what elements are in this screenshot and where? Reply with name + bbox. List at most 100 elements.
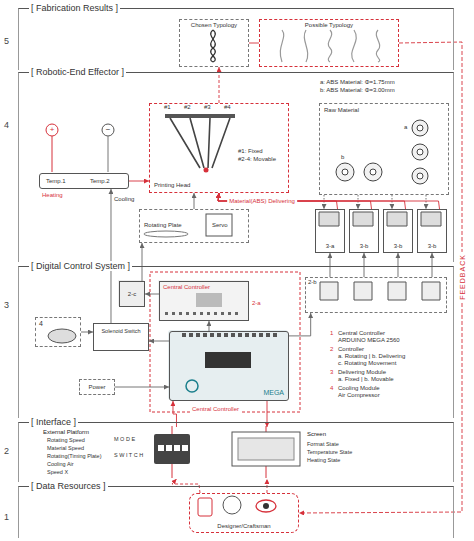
node-text: Cooling Air: [47, 461, 74, 467]
key-text: Delivering Module: [338, 369, 386, 376]
node-text: Solenoid Switch: [96, 328, 146, 334]
pin-row: [182, 333, 277, 337]
spool-hub: [342, 125, 423, 179]
key-text: c. Rotating Movement: [338, 360, 396, 367]
part-letter: a: [404, 124, 407, 131]
node-text: Rotating Speed: [47, 437, 85, 443]
delivery-module: 3-b: [349, 209, 379, 253]
mode-label: M O D E: [114, 436, 135, 442]
node-text: Rotating(Timing Plate): [47, 453, 102, 459]
controller-board: Central Controller: [159, 281, 249, 321]
node-text: Chosen Typology: [191, 22, 237, 29]
rotating-plate: Rotating Plate Servo: [139, 209, 249, 243]
connector: [289, 313, 311, 336]
solenoid-switch: Solenoid Switch: [93, 323, 149, 351]
heating-terminal: [46, 124, 58, 136]
node-text: Servo: [212, 222, 228, 229]
node-text: Screen: [307, 431, 326, 438]
connector: [358, 195, 359, 209]
servo-symbol: [206, 214, 232, 236]
section-number: 3: [4, 300, 9, 310]
printing-head: Printing Head: [149, 103, 289, 193]
designer-box: Designer/Craftsman: [189, 493, 299, 533]
node-text: Temp.1: [46, 178, 66, 185]
connector: [173, 401, 176, 427]
material-note: b: ABS Material: Φ=3.00mm: [320, 87, 395, 94]
nozzle-number: #1: [164, 104, 171, 111]
connector: [299, 42, 462, 513]
board-fill: [118, 280, 144, 306]
connector: [142, 243, 143, 281]
driver-board: 2-c: [119, 281, 145, 307]
connector: [249, 43, 259, 44]
node-text: 3-a: [326, 243, 335, 250]
typology-shape: [376, 30, 379, 62]
node-text: Raw Material: [324, 107, 359, 114]
typology-shape: [352, 30, 357, 62]
connector: [364, 253, 365, 277]
key-number: 4: [330, 385, 333, 392]
arduino-board: MEGA: [169, 331, 289, 401]
nozzle-note: #1: Fixed: [238, 148, 263, 155]
connector: [324, 195, 325, 209]
node-text: 4: [39, 320, 43, 328]
key-number: 3: [330, 369, 333, 376]
connectors: [81, 42, 462, 513]
connector: [149, 341, 169, 342]
key-number: 2: [330, 346, 333, 353]
node-text: 3-b: [360, 243, 369, 250]
connector: [391, 195, 392, 209]
callout-number: 2-a: [252, 300, 261, 307]
node-text: 3-b: [428, 243, 437, 250]
edge-label: Material(ABS) Delivering: [227, 198, 297, 204]
typology-box: Chosen Typology: [179, 19, 249, 67]
node-text: External Platform: [43, 429, 89, 436]
compressor-tank: [48, 329, 76, 343]
connector: [194, 193, 195, 209]
typology-box: Possible Typology: [259, 19, 399, 67]
node-text: Temperature State: [307, 449, 352, 455]
material-note: a: ABS Material: Φ=1.75mm: [320, 79, 395, 86]
power-box: Power: [79, 379, 115, 395]
connector: [208, 321, 209, 331]
stepper-motor: [319, 212, 441, 226]
node-text: [ Digital Control System ]: [29, 261, 132, 271]
node-text: Material Speed: [47, 445, 84, 451]
screen-device: [232, 432, 300, 466]
delivery-module: 3-b: [417, 209, 447, 253]
node-text: [ Interface ]: [29, 417, 78, 427]
key-text: a. Fixed | b. Movable: [338, 376, 394, 383]
node-text: Temp.2: [90, 178, 110, 185]
node-text: [ Data Resources ]: [29, 481, 108, 491]
section-number: 2: [4, 446, 9, 456]
board-fill: [168, 330, 288, 400]
board-logo: [186, 380, 198, 392]
node-text: Printing Head: [154, 182, 190, 189]
group-outline: [150, 272, 300, 412]
heating-wire: [52, 136, 53, 172]
head-icon: [223, 496, 241, 514]
rotating-plate: [144, 231, 188, 237]
node-text: [ Fabrication Results ]: [29, 3, 120, 13]
cooling-wire: [108, 136, 109, 172]
key-text: Controller: [338, 346, 364, 353]
chip: [205, 352, 251, 368]
typology-shape: [211, 30, 216, 62]
board-fill: [158, 280, 248, 320]
polarity-sign: +: [50, 126, 55, 134]
eye-pupil: [263, 503, 269, 509]
typology-shape: [280, 30, 283, 62]
typology-shape: [328, 30, 331, 62]
edge-label: FEEDBACK: [459, 252, 466, 302]
key-text: Air Compressor: [338, 392, 380, 399]
section-band: [ Fabrication Results ]Chosen TypologyPo…: [18, 8, 454, 70]
key-text: ARDUINO MEGA 2560: [338, 337, 400, 344]
group-label: Central Controller: [190, 406, 241, 413]
connector: [267, 401, 268, 427]
connector: [397, 253, 398, 277]
node-text: Rotating Plate: [144, 222, 182, 229]
node-text: Designer/Craftsman: [217, 523, 270, 530]
key-text: a. Rotating | b. Delivering: [338, 353, 405, 360]
cooling-terminal: [102, 124, 114, 136]
